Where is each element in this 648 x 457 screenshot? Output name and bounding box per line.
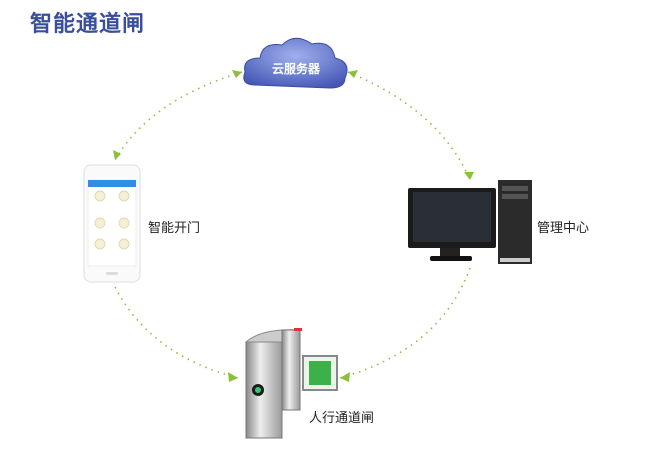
cloud-server-label: 云服务器 [271, 62, 320, 76]
dotted-link-ring [114, 71, 471, 379]
page-title: 智能通道闸 [30, 12, 146, 37]
pedestrian-gate-label: 人行通道闸 [309, 411, 375, 426]
desktop-computer-icon [408, 180, 532, 264]
cloud-icon [243, 37, 348, 89]
management-center-label: 管理中心 [537, 221, 590, 236]
turnstile-gate-icon [244, 328, 338, 439]
smart-door-open-label: 智能开门 [148, 221, 201, 236]
smartphone-icon [83, 164, 141, 283]
arrow-heads [113, 70, 474, 382]
